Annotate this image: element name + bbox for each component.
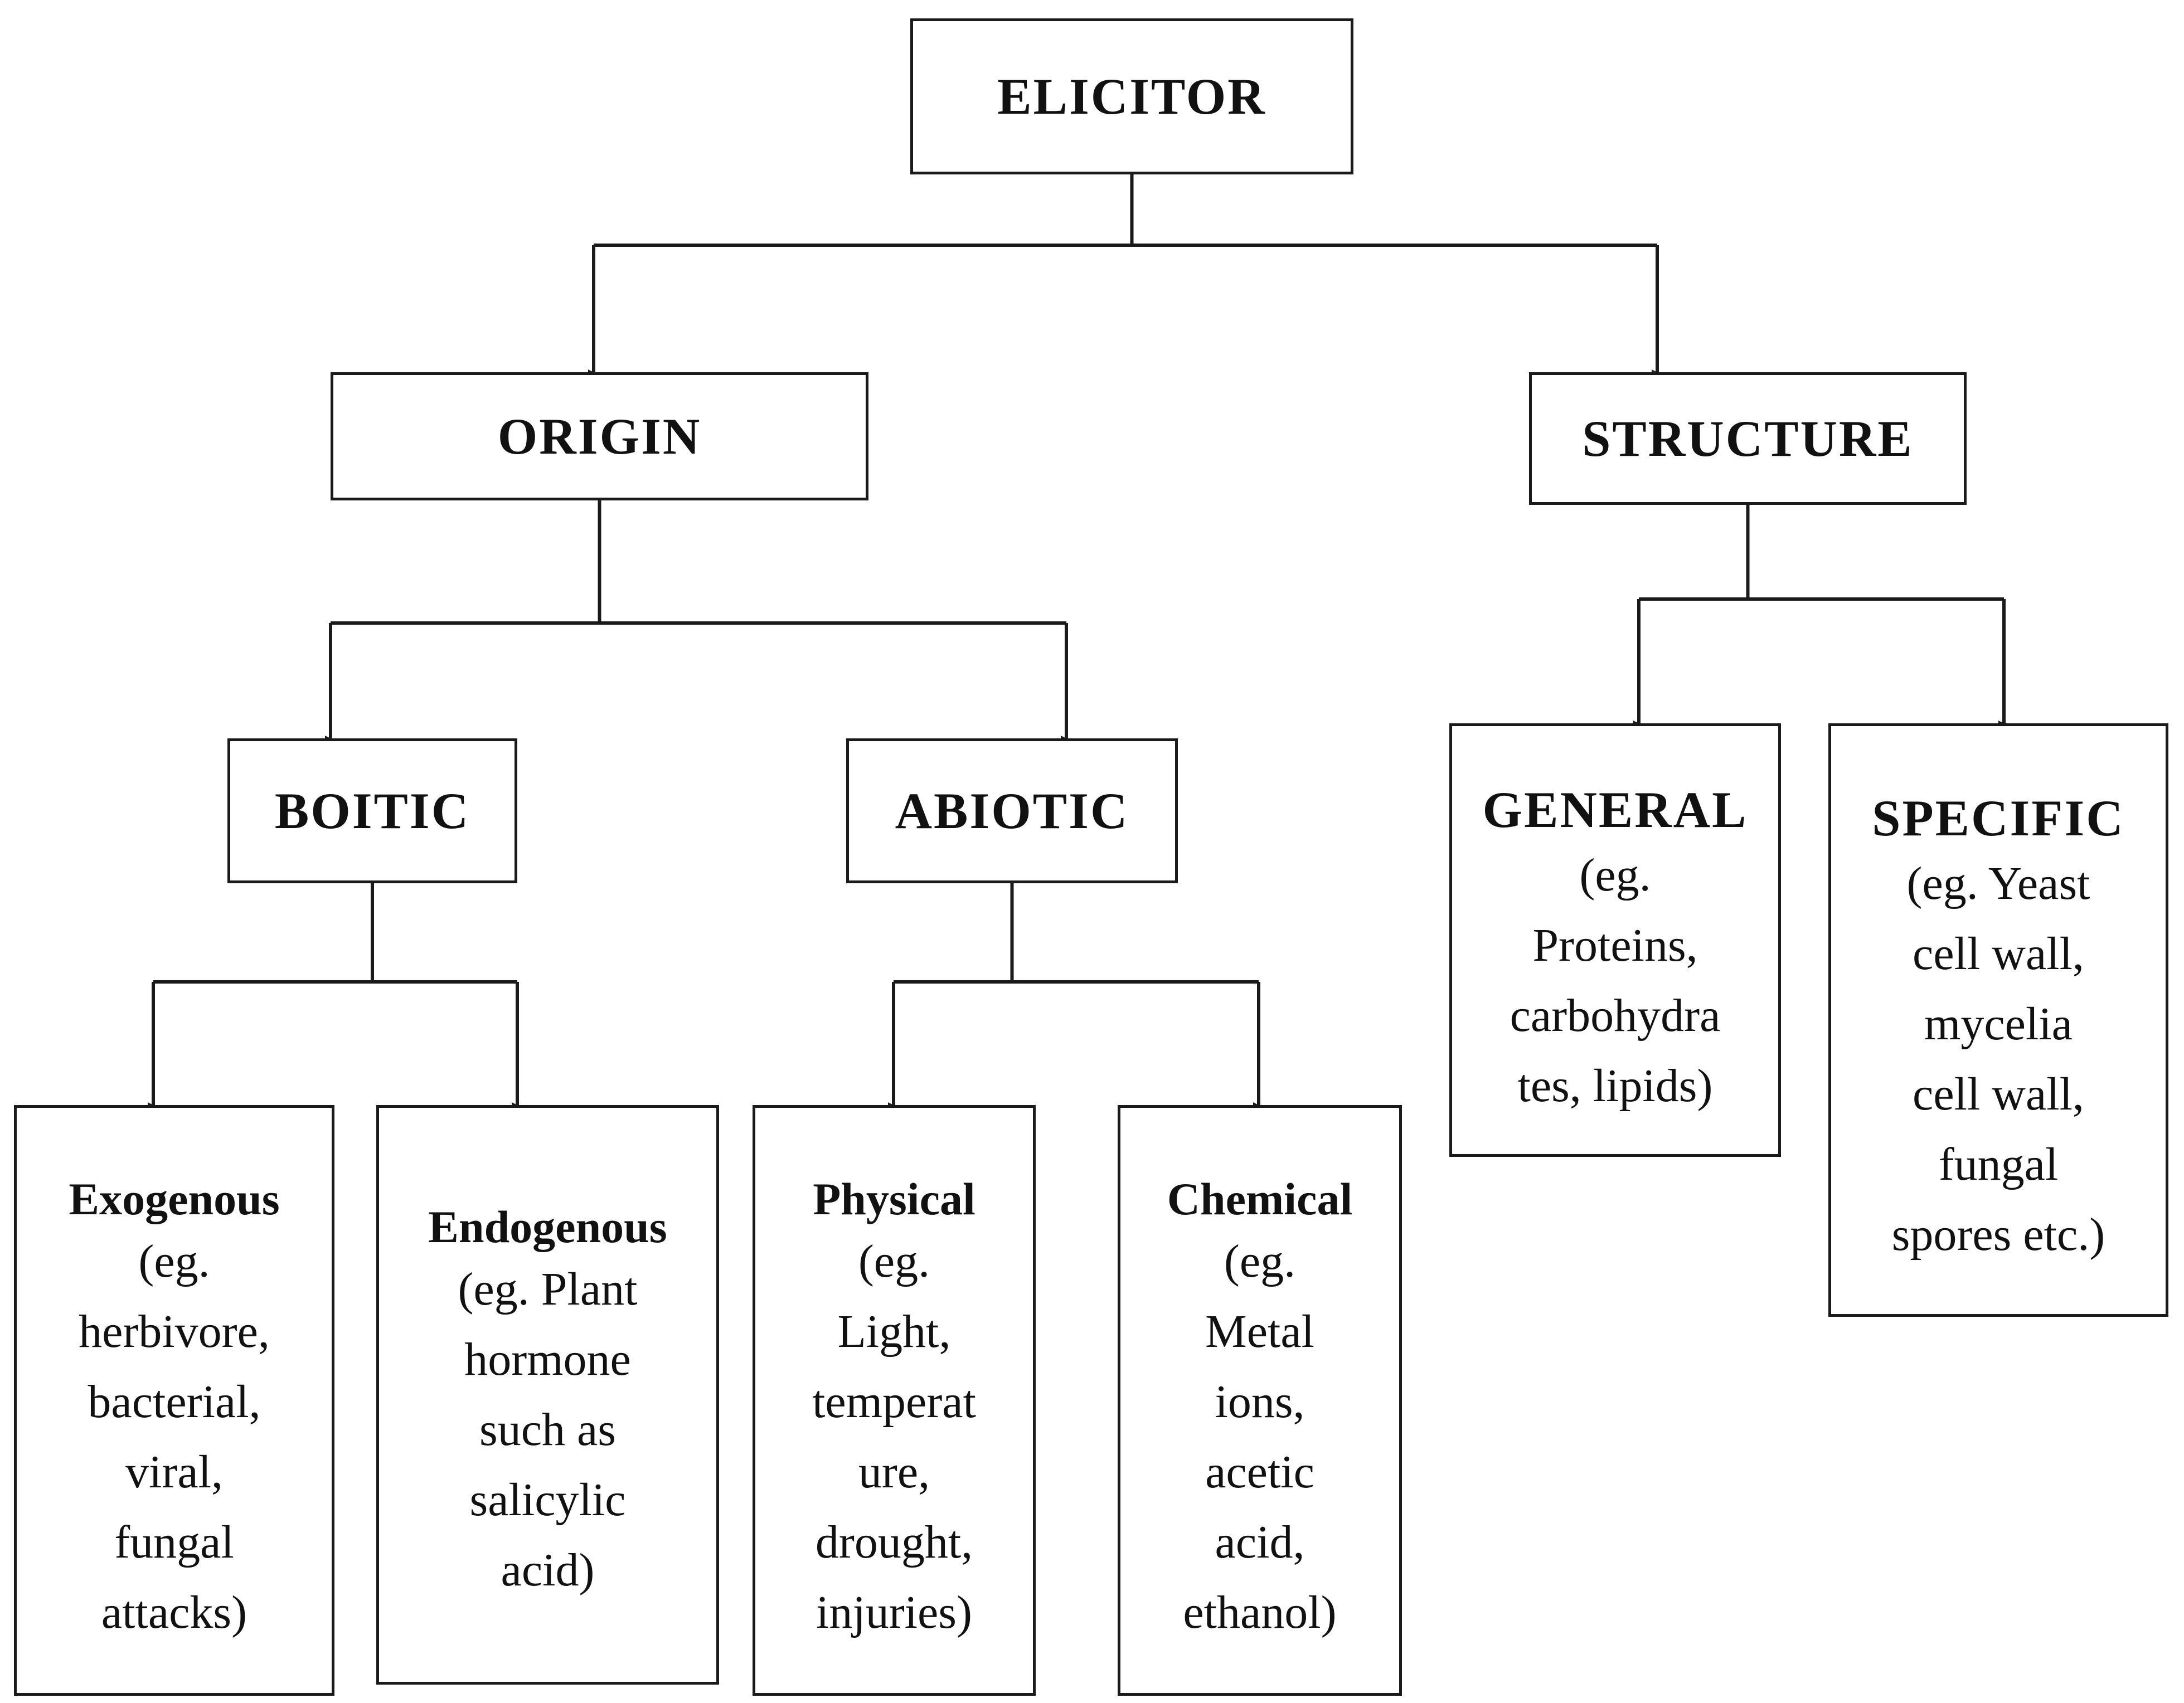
general-node: GENERAL (eg. Proteins, carbohydra tes, l… <box>1449 723 1781 1157</box>
biotic-node: BOITIC <box>227 738 517 883</box>
biotic-title: BOITIC <box>274 782 470 839</box>
chemical-examples: (eg. Metal ions, acetic acid, ethanol) <box>1183 1235 1337 1639</box>
endogenous-node: Endogenous (eg. Plant hormone such as sa… <box>376 1105 719 1685</box>
exogenous-title: Exogenous <box>69 1174 280 1224</box>
exogenous-examples: (eg. herbivore, bacterial, viral, fungal… <box>79 1235 270 1639</box>
exogenous-node: Exogenous (eg. herbivore, bacterial, vir… <box>14 1105 334 1696</box>
physical-node: Physical (eg. Light, temperat ure, droug… <box>753 1105 1036 1696</box>
endogenous-examples: (eg. Plant hormone such as salicylic aci… <box>458 1263 638 1597</box>
general-title: GENERAL <box>1482 781 1748 838</box>
specific-examples: (eg. Yeast cell wall, mycelia cell wall,… <box>1891 858 2105 1261</box>
specific-node: SPECIFIC (eg. Yeast cell wall, mycelia c… <box>1828 723 2168 1317</box>
endogenous-title: Endogenous <box>428 1201 667 1252</box>
general-examples: (eg. Proteins, carbohydra tes, lipids) <box>1510 849 1721 1112</box>
structure-title: STRUCTURE <box>1582 410 1914 467</box>
structure-node: STRUCTURE <box>1529 372 1967 505</box>
specific-title: SPECIFIC <box>1872 790 2125 846</box>
chemical-node: Chemical (eg. Metal ions, acetic acid, e… <box>1118 1105 1402 1696</box>
abiotic-title: ABIOTIC <box>895 782 1129 839</box>
origin-title: ORIGIN <box>497 407 702 465</box>
chemical-title: Chemical <box>1167 1174 1353 1224</box>
origin-node: ORIGIN <box>331 372 868 500</box>
physical-title: Physical <box>813 1174 975 1224</box>
elicitor-node: ELICITOR <box>910 18 1353 174</box>
elicitor-title: ELICITOR <box>997 67 1266 125</box>
abiotic-node: ABIOTIC <box>846 738 1178 883</box>
physical-examples: (eg. Light, temperat ure, drought, injur… <box>812 1235 976 1639</box>
